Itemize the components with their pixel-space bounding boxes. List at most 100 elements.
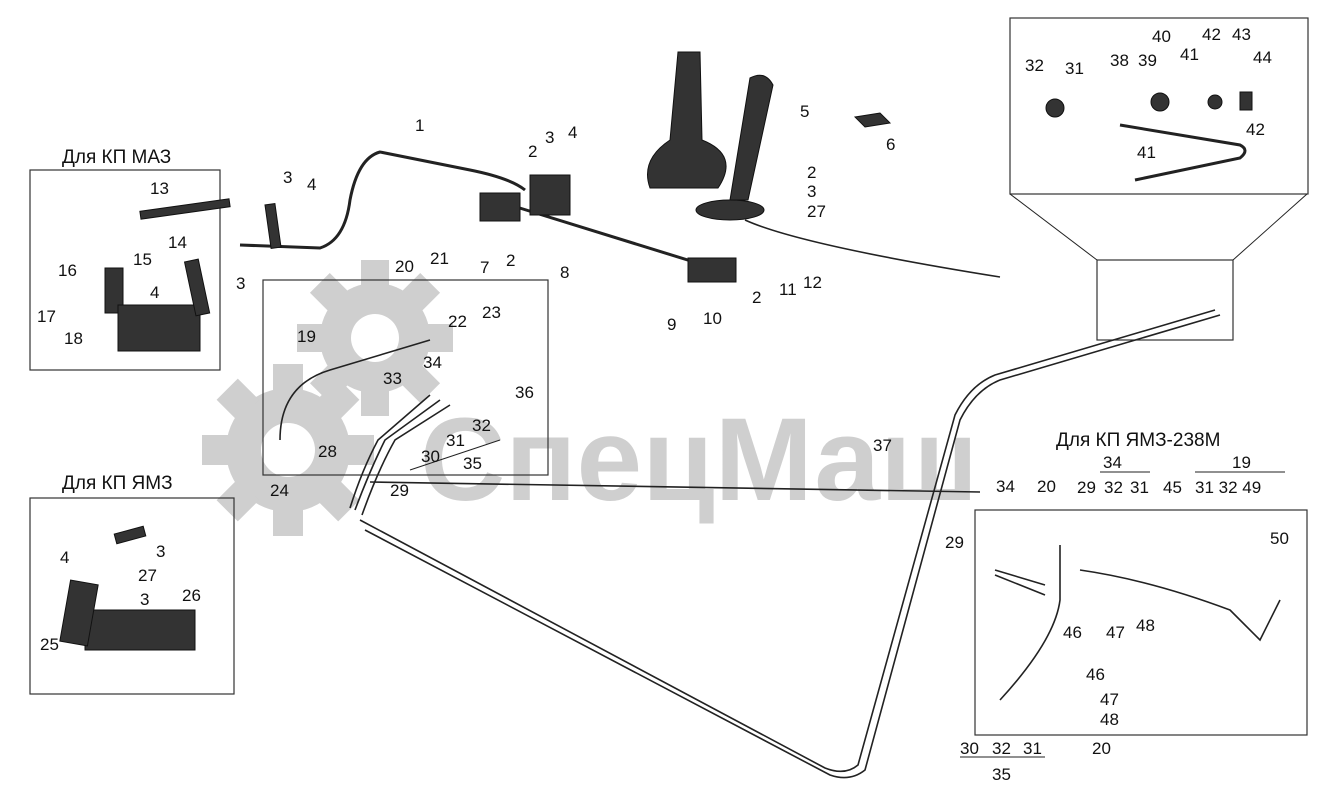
label: 33 xyxy=(383,369,402,388)
label: 46 xyxy=(1086,665,1105,684)
hose-28 xyxy=(349,394,431,509)
lever-base xyxy=(695,199,765,221)
label: 22 xyxy=(448,312,467,331)
label: 48 xyxy=(1100,710,1119,729)
lever-cable xyxy=(744,219,1001,278)
label: 35 xyxy=(992,765,1011,784)
mount-plate xyxy=(529,174,571,216)
label: 47 xyxy=(1106,623,1125,642)
label: 42 xyxy=(1202,25,1221,44)
label: 3 xyxy=(283,168,292,187)
caption-yamz238m: Для КП ЯМЗ-238М xyxy=(1056,430,1220,451)
label: 2 xyxy=(752,288,761,307)
maz-inset-labels: 13 14 15 16 4 3 17 18 xyxy=(37,179,245,348)
label: 34 xyxy=(1103,453,1122,472)
gearbox-cover xyxy=(117,304,201,352)
label: 32 xyxy=(1025,56,1044,75)
label: 12 xyxy=(803,273,822,292)
label: 32 xyxy=(472,416,491,435)
leader-line xyxy=(1232,193,1308,261)
nut xyxy=(1207,94,1223,110)
label: 24 xyxy=(270,481,289,500)
label: 47 xyxy=(1100,690,1119,709)
shaft-tube xyxy=(509,203,721,272)
nut xyxy=(1150,92,1170,112)
label: 31 xyxy=(1023,739,1042,758)
label: 6 xyxy=(886,135,895,154)
label: 4 xyxy=(307,175,316,194)
label: 34 xyxy=(423,353,442,372)
lever-plate xyxy=(104,267,124,314)
cable-end-inset-labels: 32 31 38 39 40 41 42 43 44 42 41 xyxy=(1025,25,1272,162)
label: 21 xyxy=(430,249,449,268)
label: 29 xyxy=(945,533,964,552)
shift-lever xyxy=(183,258,211,317)
label: 27 xyxy=(807,202,826,221)
label: 13 xyxy=(150,179,169,198)
label: 29 xyxy=(390,481,409,500)
label: 32 xyxy=(1104,478,1123,497)
label: 5 xyxy=(800,102,809,121)
lever-head xyxy=(113,525,147,545)
gear-lever xyxy=(729,74,774,201)
label: 30 xyxy=(960,739,979,758)
label: 4 xyxy=(60,548,69,567)
cable-run-3 xyxy=(369,481,981,493)
fraction-line xyxy=(409,439,501,471)
label: 3 xyxy=(807,182,816,201)
bracket xyxy=(479,192,521,222)
label: 19 xyxy=(1232,453,1251,472)
label: 30 xyxy=(421,447,440,466)
yamz-inset-labels: 4 3 27 3 26 25 xyxy=(40,542,201,654)
label: 4 xyxy=(150,283,159,302)
label: 1 xyxy=(415,116,424,135)
label: 37 xyxy=(873,436,892,455)
label: 8 xyxy=(560,263,569,282)
label: 3 xyxy=(156,542,165,561)
label: 43 xyxy=(1232,25,1251,44)
label: 4 xyxy=(568,123,577,142)
inset-yamz238m-frame xyxy=(974,509,1308,736)
label: 48 xyxy=(1136,616,1155,635)
label: 20 xyxy=(1092,739,1111,758)
hose xyxy=(1079,569,1281,642)
nut xyxy=(1045,98,1065,118)
label: 11 xyxy=(779,280,797,299)
label: 35 xyxy=(463,454,482,473)
label: 46 xyxy=(1063,623,1082,642)
hose xyxy=(994,569,1046,586)
gearbox-cover xyxy=(84,609,196,651)
label: 19 xyxy=(297,327,316,346)
main-labels: 1 2 3 4 3 4 5 6 2 3 27 7 2 8 9 10 2 11 1… xyxy=(270,102,895,500)
bracket xyxy=(1239,91,1253,111)
gear-shift-rod xyxy=(239,150,526,250)
hose-19 xyxy=(279,339,431,441)
lever-boot xyxy=(647,51,727,189)
yamz238m-inset-labels: 34 19 31 32 49 34 20 29 32 31 45 29 46 4… xyxy=(945,453,1289,784)
inset-hoses-frame xyxy=(262,279,549,476)
label: 15 xyxy=(133,250,152,269)
label: 44 xyxy=(1253,48,1272,67)
inset-yamz-frame xyxy=(29,497,235,695)
label: 20 xyxy=(1037,477,1056,496)
label: 3 xyxy=(545,128,554,147)
label: 2 xyxy=(807,163,816,182)
label: 2 xyxy=(506,251,515,270)
caption-yamz: Для КП ЯМЗ xyxy=(62,473,173,494)
watermark-text: СпецМаш xyxy=(420,394,978,526)
caption-maz: Для КП МАЗ xyxy=(62,147,171,168)
label: 45 xyxy=(1163,478,1182,497)
label: 34 xyxy=(996,477,1015,496)
cable-run-1 xyxy=(364,314,1221,779)
label: 18 xyxy=(64,329,83,348)
label: 25 xyxy=(40,635,59,654)
label: 16 xyxy=(58,261,77,280)
label: 20 xyxy=(395,257,414,276)
label: 41 xyxy=(1180,45,1199,64)
leader-line xyxy=(1009,193,1098,261)
label: 31 xyxy=(446,431,465,450)
label: 42 xyxy=(1246,120,1265,139)
label: 38 xyxy=(1110,51,1129,70)
